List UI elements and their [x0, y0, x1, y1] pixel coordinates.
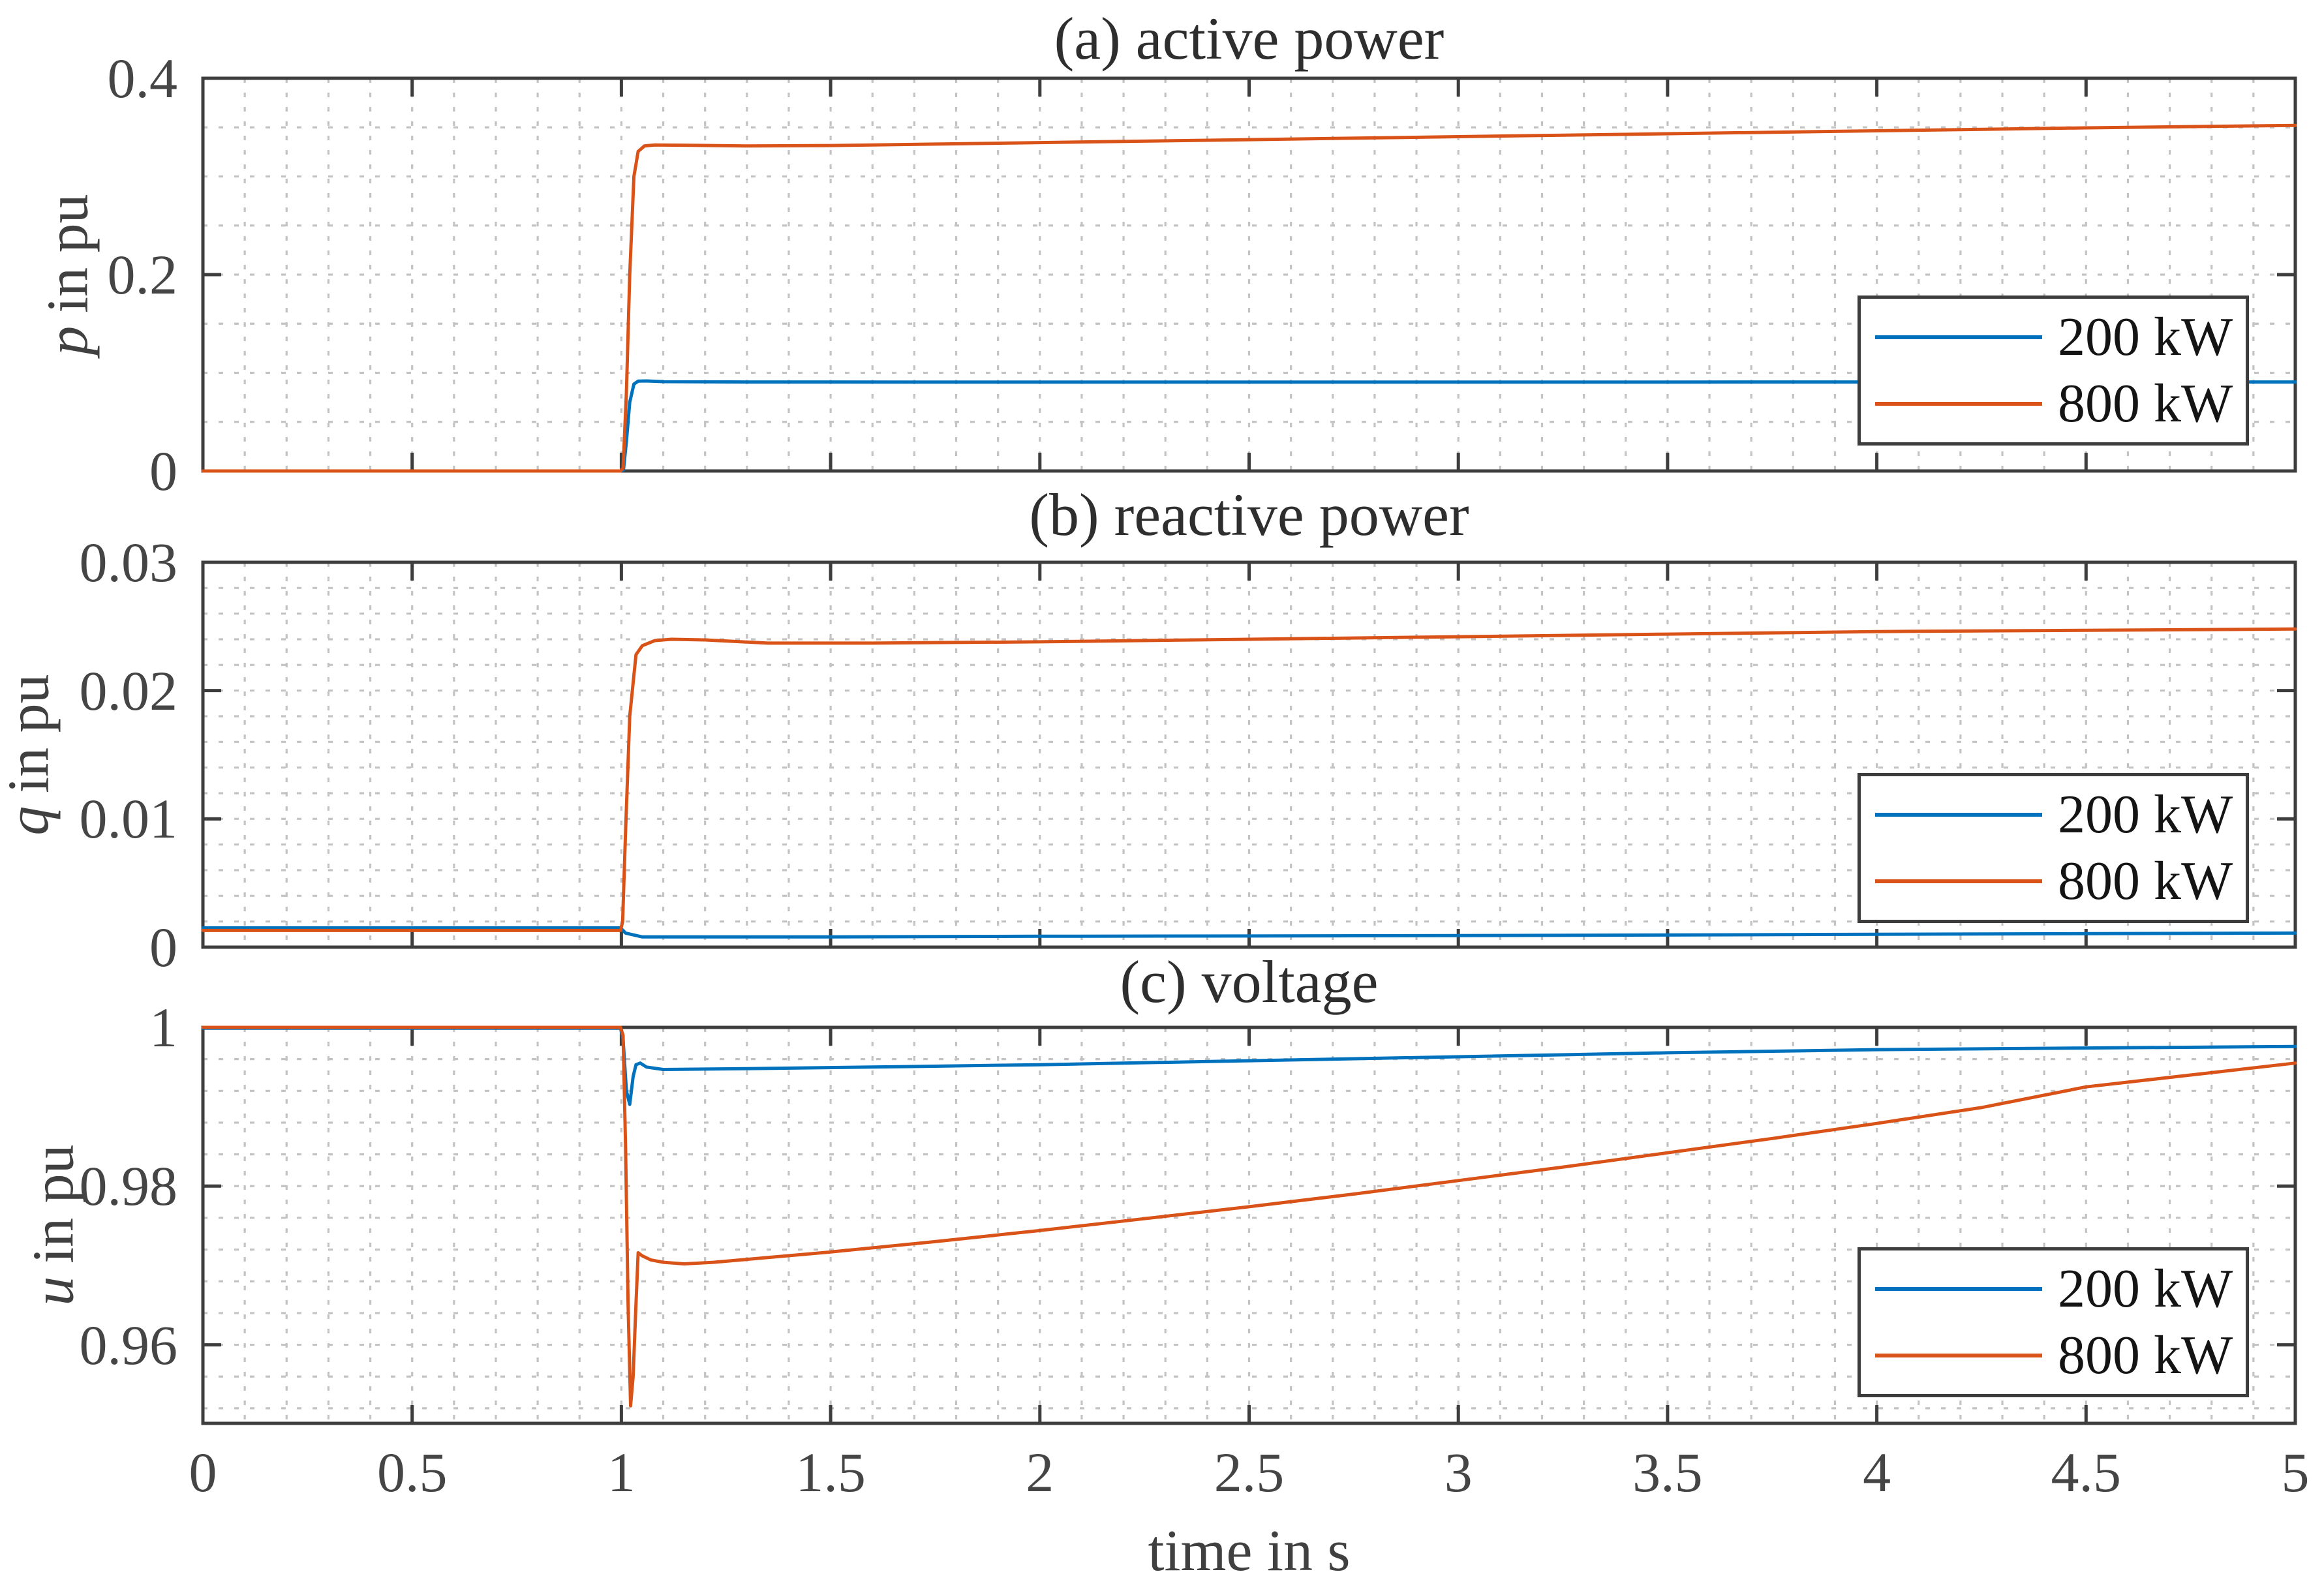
xtick-0.5: 0.5: [376, 1441, 448, 1504]
subplot-b-ytick-0: 0: [149, 916, 177, 978]
subplot-c-ytick-1: 1: [149, 996, 177, 1059]
xtick-1: 1: [607, 1441, 635, 1504]
subplot-a: [201, 76, 2297, 473]
subplot-c-title: (c) voltage: [1120, 948, 1379, 1015]
legend-entry-800kw: 800 kW: [1861, 376, 2246, 431]
xtick-4.5: 4.5: [2051, 1441, 2122, 1504]
xtick-5: 5: [2281, 1441, 2310, 1504]
subplot-a-ticks: [201, 76, 2297, 473]
legend-label: 800 kW: [2058, 372, 2233, 434]
legend-entry-200kw: 200 kW: [1861, 787, 2246, 842]
ylabel-var-p: p: [35, 326, 100, 356]
series-line-200-kw: [201, 926, 2297, 939]
legend-line-sample-orange: [1875, 401, 2042, 406]
legend-entry-800kw: 800 kW: [1861, 850, 2246, 911]
legend-entry-200kw: 200 kW: [1861, 1262, 2246, 1316]
xtick-1.5: 1.5: [795, 1441, 866, 1504]
xtick-4: 4: [1863, 1441, 1891, 1504]
legend-subplot-b: 200 kW 800 kW: [1858, 773, 2249, 923]
legend-line-sample-orange: [1875, 1353, 2042, 1357]
subplot-c-ytick-0.96: 0.96: [79, 1313, 178, 1376]
subplot-b-grid: [203, 562, 2295, 947]
xtick-3: 3: [1444, 1441, 1473, 1504]
subplot-b: [201, 560, 2297, 949]
subplot-b-ticks: [201, 560, 2297, 949]
legend-line-sample-blue: [1875, 335, 2042, 340]
subplot-b-ytick-0.01: 0.01: [79, 787, 178, 851]
subplot-a-ytick-0.2: 0.2: [107, 243, 178, 306]
legend-subplot-c: 200 kW 800 kW: [1858, 1247, 2249, 1397]
legend-subplot-a: 200 kW 800 kW: [1858, 295, 2249, 446]
subplot-c-ytick-0.98: 0.98: [79, 1155, 178, 1218]
legend-line-sample-blue: [1875, 813, 2042, 817]
legend-label: 800 kW: [2058, 850, 2233, 911]
subplot-a-grid: [203, 78, 2295, 471]
subplot-b-title: (b) reactive power: [1029, 481, 1469, 548]
subplot-a-ytick-0: 0: [149, 440, 177, 502]
legend-label: 800 kW: [2058, 1324, 2233, 1386]
xtick-2: 2: [1026, 1441, 1054, 1504]
xtick-0: 0: [189, 1441, 217, 1504]
series-line-800-kw: [201, 1025, 2297, 1408]
ylabel-var-u: u: [21, 1276, 86, 1306]
xtick-3.5: 3.5: [1632, 1441, 1703, 1504]
legend-line-sample-blue: [1875, 1287, 2042, 1292]
subplot-b-ytick-0.03: 0.03: [79, 531, 178, 594]
legend-label: 200 kW: [2058, 784, 2233, 845]
subplot-c-grid: [203, 1027, 2295, 1423]
series-line-800-kw: [201, 627, 2297, 932]
legend-label: 200 kW: [2058, 307, 2233, 368]
legend-line-sample-orange: [1875, 879, 2042, 883]
subplot-a-title: (a) active power: [1054, 5, 1445, 72]
subplot-b-ytick-0.02: 0.02: [79, 659, 178, 722]
legend-entry-800kw: 800 kW: [1861, 1324, 2246, 1386]
x-axis-label: time in s: [1148, 1519, 1351, 1583]
legend-label: 200 kW: [2058, 1258, 2233, 1320]
xtick-2.5: 2.5: [1214, 1441, 1285, 1504]
series-line-800-kw: [201, 123, 2297, 473]
legend-entry-200kw: 200 kW: [1861, 310, 2246, 365]
subplot-a-ytick-0.4: 0.4: [107, 47, 178, 110]
subplot-c: [201, 1025, 2297, 1425]
